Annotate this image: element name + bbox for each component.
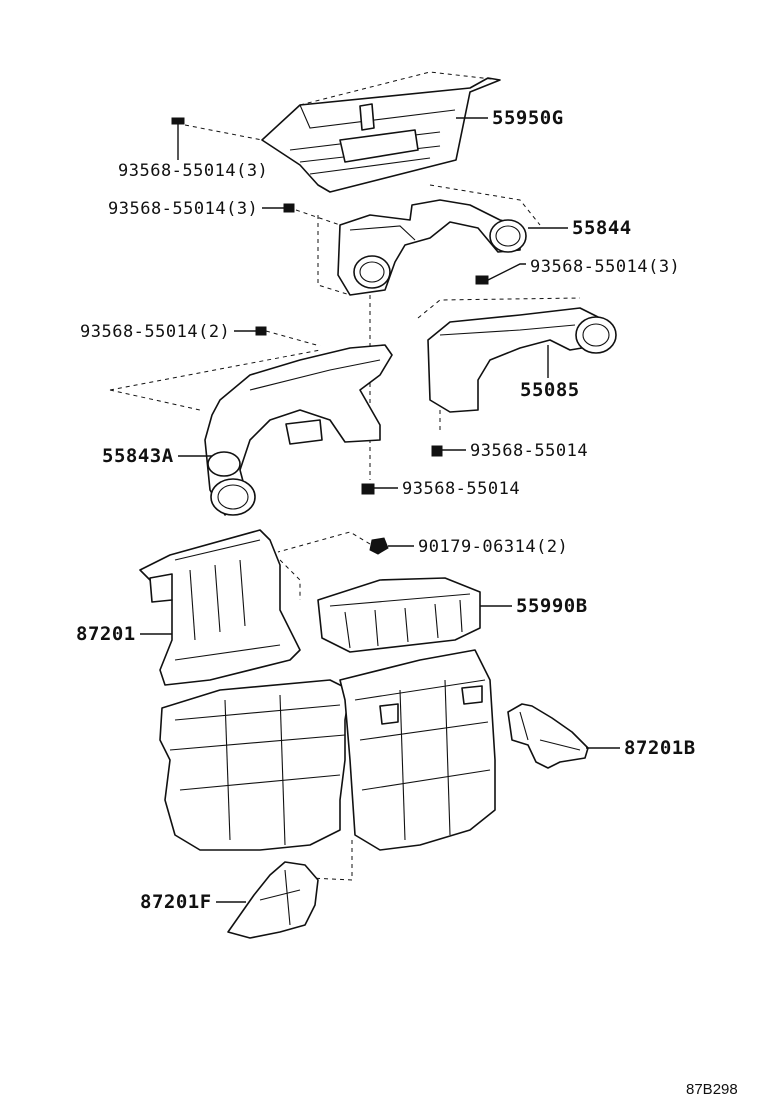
fastener-f7: 90179-06314(2) <box>277 531 568 557</box>
part-number-55844: 55844 <box>572 217 632 239</box>
part-number-55085: 55085 <box>520 379 580 401</box>
part-number-55990B: 55990B <box>516 595 588 617</box>
fastener-number-f3: 93568-55014(3) <box>530 257 680 277</box>
fastener-number-f7: 90179-06314(2) <box>418 537 568 557</box>
part-number-87201F: 87201F <box>140 891 212 913</box>
fastener-number-f2: 93568-55014(3) <box>108 199 258 219</box>
duct-87201F <box>227 861 319 939</box>
part-number-55843A: 55843A <box>102 445 174 467</box>
fastener-f2: 93568-55014(3) <box>108 199 295 219</box>
fastener-number-f1: 93568-55014(3) <box>118 161 268 181</box>
part-number-87201: 87201 <box>76 623 136 645</box>
label-55844: 55844 <box>528 217 632 239</box>
grille-55990B <box>317 577 481 653</box>
label-55990B: 55990B <box>480 595 588 617</box>
panel-55950G <box>184 71 501 193</box>
label-55085: 55085 <box>520 345 580 401</box>
hvac-unit-assembly <box>159 649 496 881</box>
fastener-f5: 93568-55014 <box>431 441 588 461</box>
duct-55843A <box>109 344 393 516</box>
diagram-code: 87B298 <box>686 1081 738 1098</box>
label-55843A: 55843A <box>102 445 212 467</box>
label-55950G: 55950G <box>456 107 564 129</box>
fastener-f1: 93568-55014(3) <box>118 117 268 181</box>
duct-55085 <box>417 297 617 430</box>
fastener-f4: 93568-55014(2) <box>80 322 321 347</box>
fastener-f6: 93568-55014 <box>361 479 520 499</box>
part-number-55950G: 55950G <box>492 107 564 129</box>
fastener-number-f4: 93568-55014(2) <box>80 322 230 342</box>
label-87201F: 87201F <box>140 891 246 913</box>
label-87201: 87201 <box>76 623 172 645</box>
housing-87201 <box>139 529 301 686</box>
bracket-87201B <box>507 703 589 769</box>
fastener-f3: 93568-55014(3) <box>475 257 680 285</box>
fastener-number-f6: 93568-55014 <box>402 479 520 499</box>
label-87201B: 87201B <box>586 737 696 759</box>
duct-55844 <box>295 184 541 480</box>
fastener-number-f5: 93568-55014 <box>470 441 588 461</box>
part-number-87201B: 87201B <box>624 737 696 759</box>
